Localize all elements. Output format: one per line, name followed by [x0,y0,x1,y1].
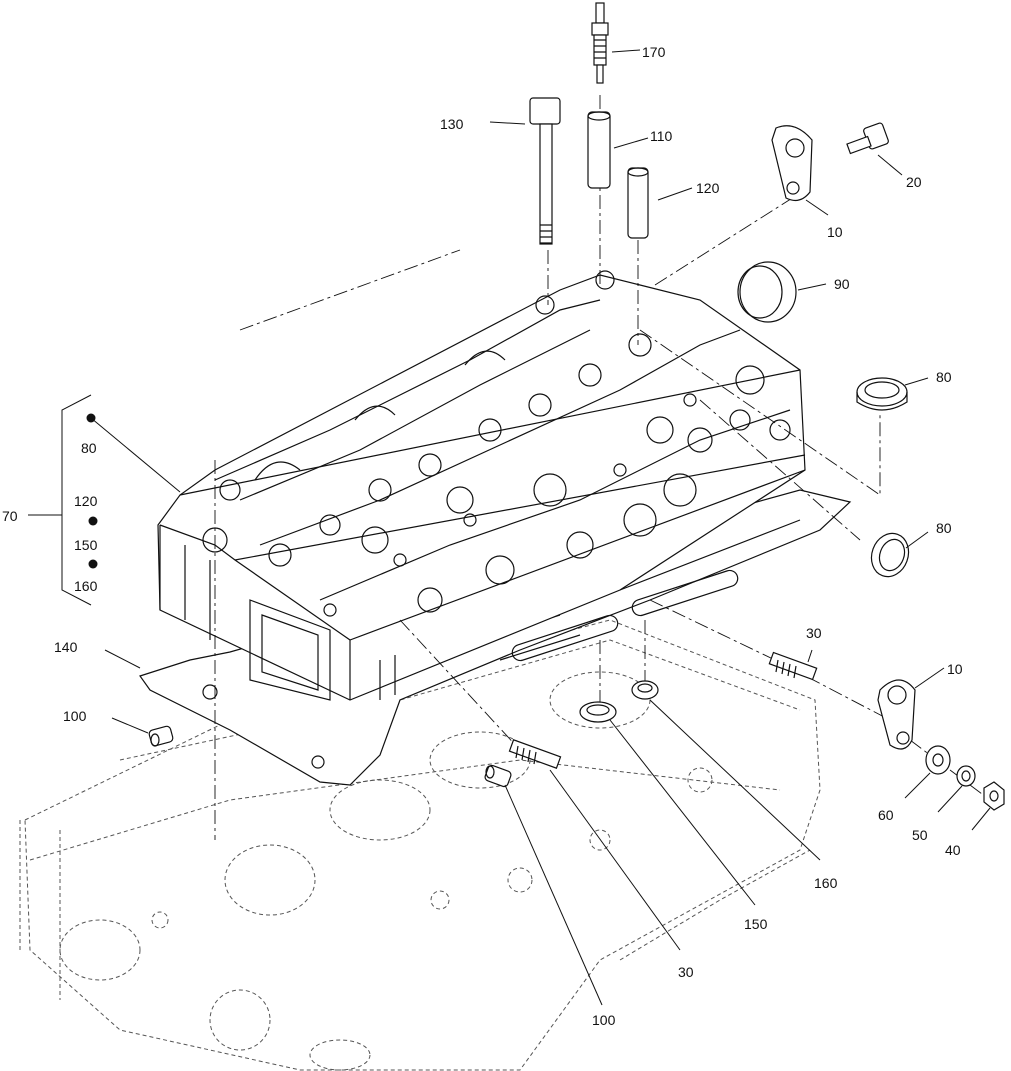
stud-bottom [508,739,562,769]
label-120-kit: 120 [74,493,98,509]
label-80-right-top: 80 [936,369,952,385]
seal-ring-small [631,680,659,700]
head-bolt [529,97,561,245]
label-150-bottom: 150 [744,916,768,932]
seal-ring [579,701,617,723]
label-160-bottom: 160 [814,875,838,891]
label-30-bottom: 30 [678,964,694,980]
kit-dot-160 [88,559,98,569]
label-110: 110 [650,128,673,144]
label-160-kit: 160 [74,578,98,594]
dowel-pin-bottom [484,764,512,788]
label-170: 170 [642,44,666,60]
cylinder-head [157,270,806,701]
sealing-plug-large [737,261,797,323]
label-70: 70 [2,508,18,524]
label-50: 50 [912,827,928,843]
label-30-right: 30 [806,625,822,641]
label-80-right-mid: 80 [936,520,952,536]
valve-guide [627,167,649,239]
label-90: 90 [834,276,850,292]
label-130: 130 [440,116,464,132]
label-60: 60 [878,807,894,823]
label-10-right: 10 [947,661,963,677]
label-140: 140 [54,639,78,655]
nozzle-sleeve [587,111,611,189]
label-150-kit: 150 [74,537,98,553]
sealing-plug-upper [856,377,908,411]
callout-labels: 170 130 110 120 20 10 90 80 80 70 80 120… [2,44,963,1028]
lifting-bracket-top [771,125,813,202]
lifting-bracket-right [877,679,916,750]
dowel-pin-left [148,725,174,747]
stud-right [768,651,818,681]
label-80-kit: 80 [81,440,97,456]
label-120-top: 120 [696,180,720,196]
kit-bracket [28,394,181,606]
label-40: 40 [945,842,961,858]
lock-washer [956,765,976,787]
hex-nut [983,781,1005,811]
leader-lines [104,49,991,1006]
kit-dot-120 [88,516,98,526]
sealing-plug-middle [870,532,910,578]
label-20: 20 [906,174,922,190]
label-100-bottom: 100 [592,1012,616,1028]
label-100-left: 100 [63,708,87,724]
bracket-bolt [846,122,889,155]
glow-plug [591,2,609,84]
label-10-top: 10 [827,224,843,240]
washer [925,745,951,775]
